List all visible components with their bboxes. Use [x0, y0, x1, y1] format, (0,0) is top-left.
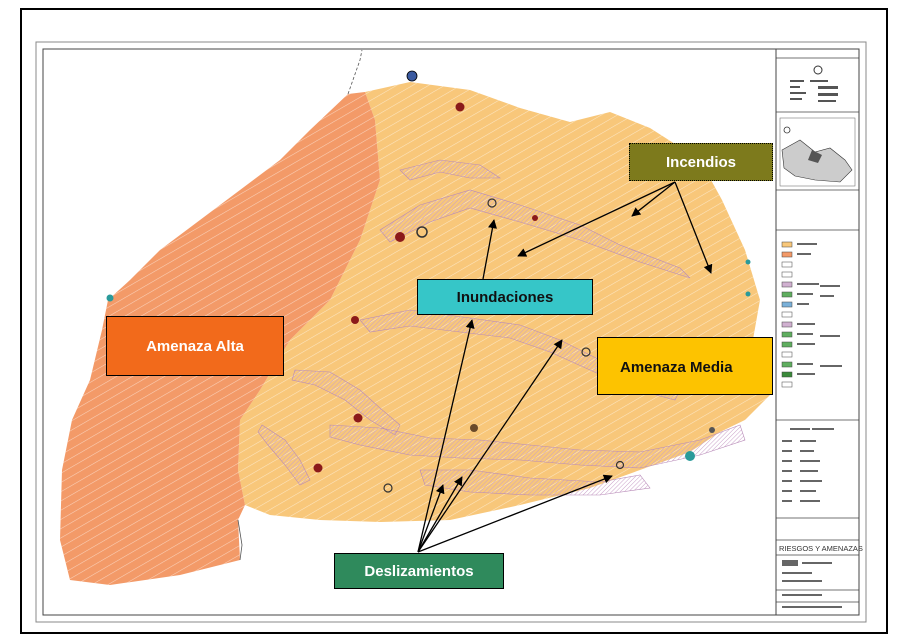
title-block-text: RIESGOS Y AMENAZAS: [779, 544, 863, 553]
label-amenaza-media: Amenaza Media: [597, 337, 773, 395]
boundary-lines: [237, 49, 363, 561]
label-inundaciones: Inundaciones: [417, 279, 593, 315]
map-markers: [106, 70, 751, 493]
label-amenaza-alta: Amenaza Alta: [106, 316, 284, 376]
title-block: [775, 48, 860, 616]
sheet-border: [35, 41, 867, 623]
label-deslizamientos: Deslizamientos: [334, 553, 504, 589]
label-incendios: Incendios: [629, 143, 773, 181]
arrows: [417, 181, 713, 553]
